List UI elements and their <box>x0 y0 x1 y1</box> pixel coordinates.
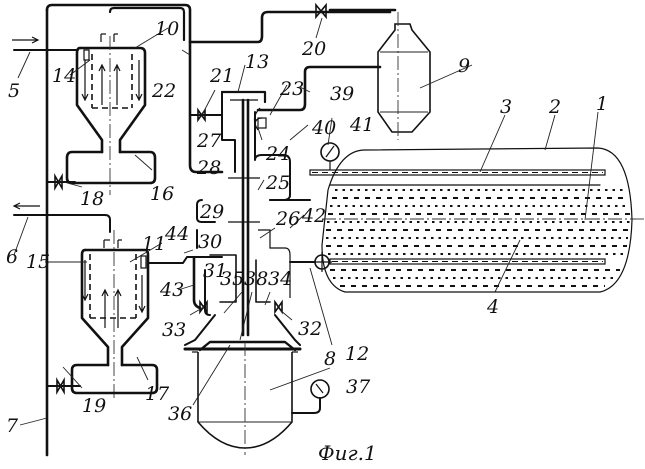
pipe-43 <box>194 258 200 308</box>
outlet-pipe-6 <box>14 215 110 232</box>
label-13: 13 <box>245 51 269 73</box>
label-24: 24 <box>265 143 290 165</box>
collector-16 <box>67 152 155 183</box>
label-8: 8 <box>324 348 336 370</box>
label-15: 15 <box>26 251 50 273</box>
label-32: 32 <box>298 318 322 340</box>
label-5: 5 <box>8 80 20 102</box>
receiver-12 <box>192 342 298 455</box>
label-38: 38 <box>244 268 268 290</box>
label-1: 1 <box>596 93 608 115</box>
label-41: 41 <box>349 114 374 136</box>
label-2: 2 <box>548 96 561 118</box>
main-vessel <box>310 148 645 292</box>
tank-9 <box>378 12 430 140</box>
label-21: 21 <box>209 65 234 87</box>
label-39: 39 <box>330 83 354 105</box>
label-18: 18 <box>80 188 104 210</box>
pipe-to-tank <box>190 12 390 42</box>
label-14: 14 <box>52 65 76 87</box>
label-28: 28 <box>196 157 221 179</box>
label-26: 26 <box>275 208 300 230</box>
label-44: 44 <box>164 223 189 245</box>
pressure-gauge-41 <box>321 143 339 170</box>
label-7: 7 <box>6 415 19 437</box>
label-3: 3 <box>500 96 512 118</box>
label-43: 43 <box>159 279 184 301</box>
label-33: 33 <box>162 319 186 341</box>
inlet-arrow-icon <box>12 37 38 43</box>
valve-19 <box>47 380 80 392</box>
label-29: 29 <box>199 201 224 223</box>
label-20: 20 <box>301 38 326 60</box>
label-17: 17 <box>145 383 170 405</box>
funnel-right <box>275 315 300 345</box>
label-36: 36 <box>168 403 192 425</box>
label-30: 30 <box>198 231 222 253</box>
label-27: 27 <box>196 130 222 152</box>
pipe-22 <box>47 5 222 172</box>
label-25: 25 <box>265 172 290 194</box>
valve-18 <box>47 176 75 188</box>
label-34: 34 <box>268 268 292 290</box>
label-16: 16 <box>150 183 174 205</box>
funnel-left <box>185 315 215 345</box>
label-9: 9 <box>458 55 470 77</box>
liquid-fill <box>326 190 630 286</box>
label-35: 35 <box>220 268 244 290</box>
label-4: 4 <box>486 296 499 318</box>
label-11: 11 <box>142 233 166 255</box>
label-37: 37 <box>346 376 371 398</box>
label-6: 6 <box>6 246 18 268</box>
label-19: 19 <box>82 395 106 417</box>
separator-11 <box>82 230 148 400</box>
reference-labels: 1 2 3 4 5 6 7 8 9 10 11 12 13 14 15 16 1… <box>6 18 608 437</box>
label-42: 42 <box>301 205 326 227</box>
outlet-arrow-icon <box>14 203 40 209</box>
label-23: 23 <box>279 78 304 100</box>
label-40: 40 <box>311 117 336 139</box>
label-12: 12 <box>345 343 369 365</box>
pressure-gauge-37 <box>292 380 329 413</box>
figure-caption: Фиг.1 <box>318 441 377 465</box>
label-10: 10 <box>155 18 179 40</box>
label-22: 22 <box>151 80 176 102</box>
valve-21 <box>190 110 222 120</box>
